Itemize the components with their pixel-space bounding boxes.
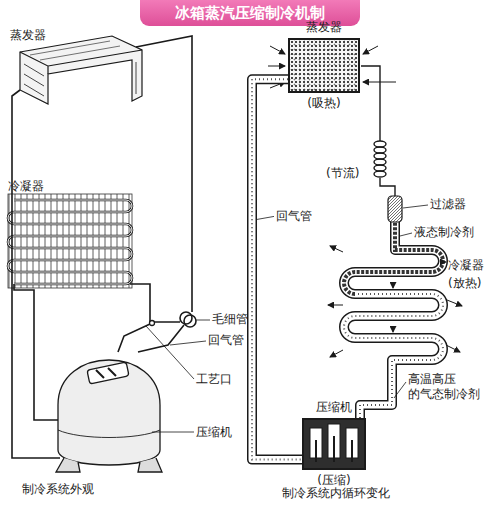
refrigerant-tube [136,36,192,312]
heat-arrow [363,46,378,54]
compressor-internals [316,436,352,462]
capillary-tube [361,66,395,196]
condenser-illustration [8,200,132,284]
leader-line [394,382,406,398]
capillary-tube [374,141,386,147]
condenser-illustration [8,194,132,288]
capillary-tube [380,178,395,196]
compressor-illustration [58,430,160,438]
condenser-illustration [8,194,132,288]
evaporator-illustration [24,62,136,96]
part-label: 冷凝器 [8,179,44,194]
heat-arrow [270,82,285,88]
evaporator-illustration [30,41,120,60]
part-label: 工艺口 [196,372,232,387]
refrigerant-tube [180,312,192,324]
heat-arrow [393,283,394,288]
heat-arrow [393,327,394,332]
heat-arrow [268,66,285,67]
refrigerant-tube [138,325,184,352]
capillary-tube [374,153,386,159]
state-label: 高温高压 的气态制冷剂 [408,372,486,402]
leader-line [170,341,206,345]
part-label: 蒸发器 [10,28,46,43]
capillary-tube [374,165,386,171]
leader-line [196,320,210,321]
compressor-illustration [150,321,155,326]
heat-arrow [330,246,343,252]
leader-line [400,233,412,236]
compressor-box: 压缩机(压缩) [302,418,366,470]
heat-arrow [270,46,285,54]
part-label: 冷凝器 [448,258,484,273]
compressor-illustration [87,362,129,384]
process-note: (节流) [326,166,359,181]
filter-symbol [388,196,402,222]
part-label: 回气管 [208,333,244,348]
part-label: 过滤器 [430,197,466,212]
gas-fill [252,79,302,459]
compressor-illustration [118,324,150,352]
refrigerant-tube [12,90,60,458]
heat-arrow [446,345,460,352]
evaporator-illustration [20,36,142,104]
pipe-bore [252,79,302,459]
leader-line [403,205,428,208]
filter-symbol [388,196,402,222]
refrigerant-tube [14,284,60,420]
heat-arrow [447,300,462,306]
capillary-tube [374,159,386,165]
compressor-illustration [58,360,160,465]
compressor-internals [302,418,366,470]
condenser-illustration [8,200,132,284]
leader-line [152,432,194,433]
heat-arrow [330,350,343,357]
evaporator-illustration [20,36,142,104]
edge-label: 回气管 [276,209,312,224]
leader-line [146,326,194,379]
node-heading: 压缩机 [316,400,352,415]
part-label: 毛细管 [212,312,248,327]
node-note: (压缩) [317,473,350,488]
capillary-tube [361,66,380,141]
refrigerant-tube [130,284,180,322]
capillary-tube [374,147,386,153]
compressor-illustration [96,368,116,378]
node-heading: 蒸发器 [306,20,342,35]
heat-arrow [328,305,343,306]
compressor-illustration [56,458,162,472]
evaporator-box: 蒸发器(吸热) [288,38,360,93]
refrigerant-tube [184,315,196,327]
part-label: 压缩机 [196,425,232,440]
pipe-wall [252,79,302,459]
compressor-internals [302,418,366,470]
caption-text: 制冷系统外观 [22,482,94,497]
caption-text: 制冷系统内循环变化 [282,486,390,501]
heat-arrow [363,82,396,83]
process-note: (放热) [448,276,481,291]
leader-line [257,216,274,219]
state-label: 液态制冷剂 [414,225,474,240]
compressor-illustration [56,321,162,473]
return-pipe [252,79,302,459]
node-note: (吸热) [307,96,340,111]
capillary-tube [374,171,386,177]
